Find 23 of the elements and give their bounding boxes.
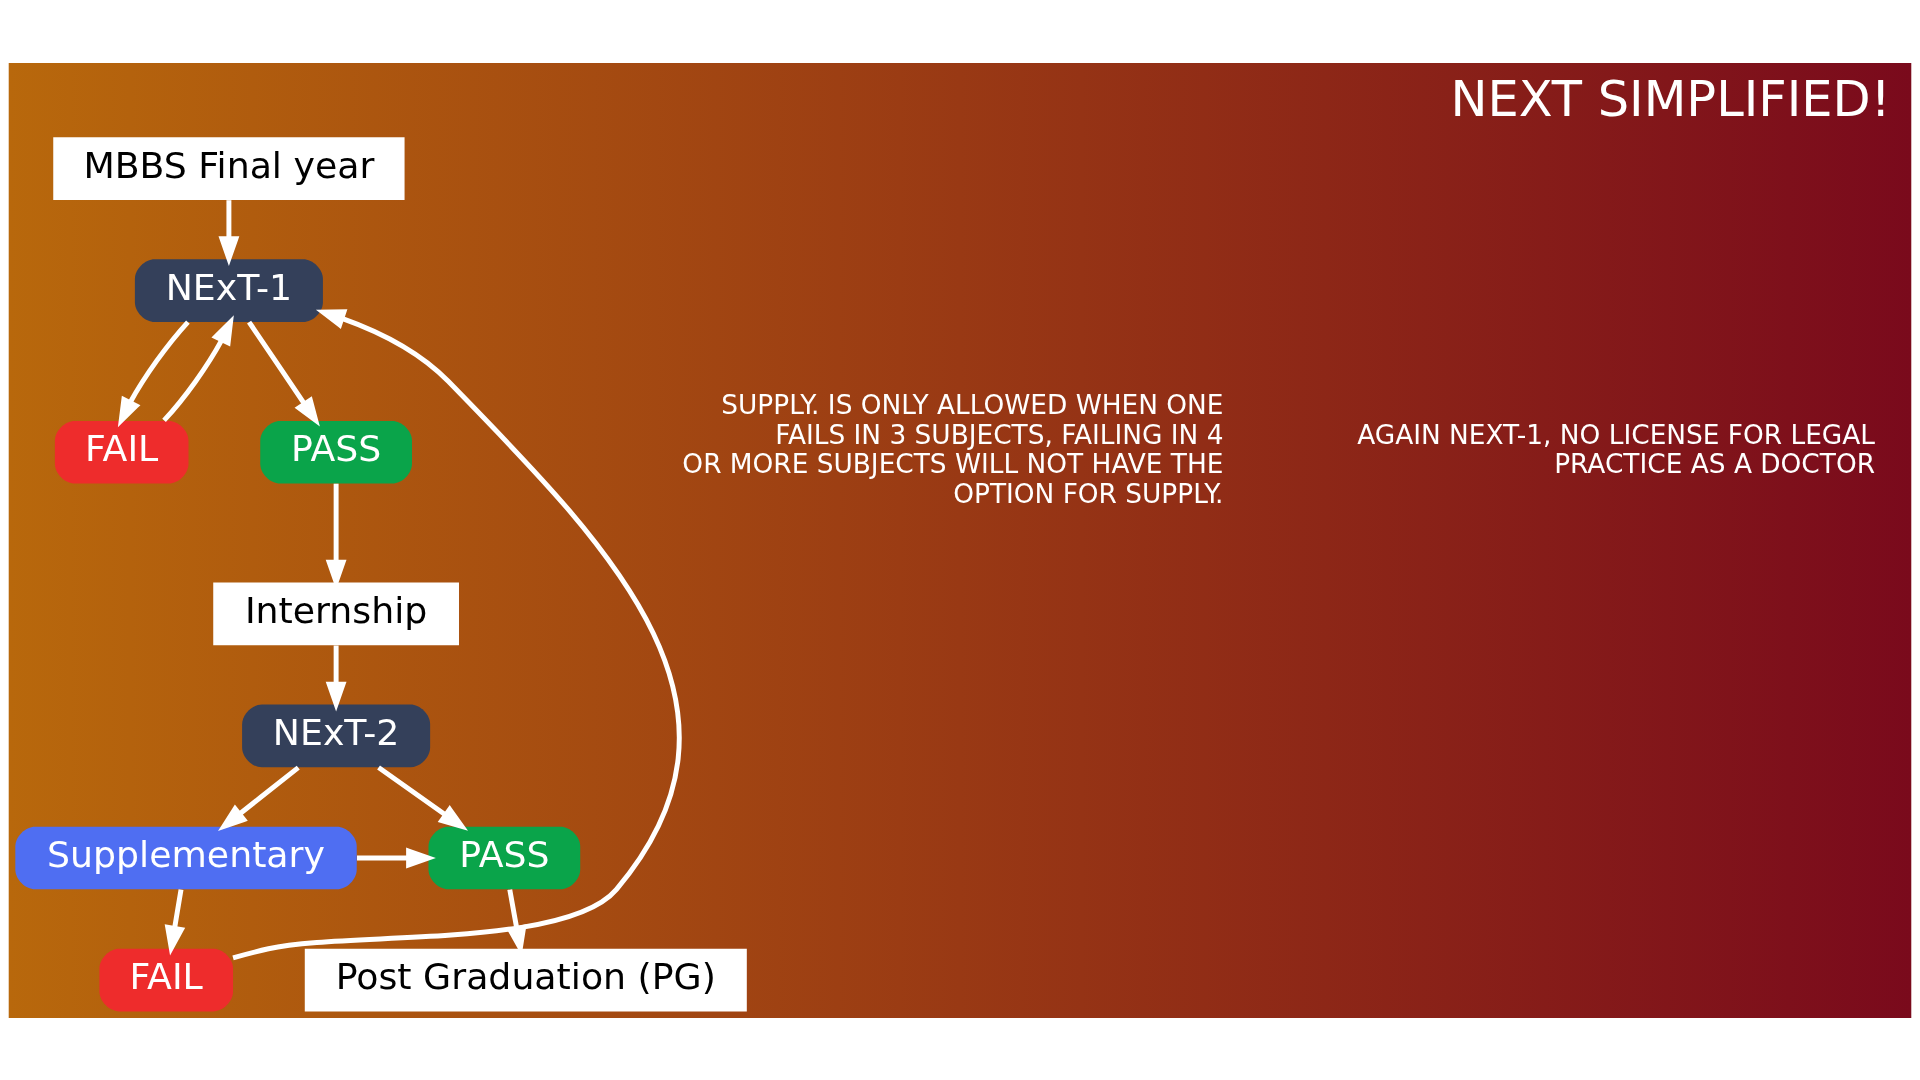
arrow xyxy=(377,765,469,831)
label: AGAIN NEXT-1, NO LICENSE FOR LEGAL PRACTICE AS A DOCTOR xyxy=(1357,419,1875,479)
node-box: Post Graduation (PG) xyxy=(304,948,747,1011)
node-box: PASS xyxy=(260,420,412,484)
node-box: Internship xyxy=(213,582,459,645)
arrow xyxy=(232,308,681,960)
node-box: NExT-2 xyxy=(242,704,431,767)
diagram-title: NEXT SIMPLIFIED! xyxy=(1450,69,1891,128)
arrow xyxy=(325,645,347,711)
node-box: Supplementary xyxy=(15,826,357,889)
node-box: FAIL xyxy=(99,948,234,1011)
node-box: MBBS Final year xyxy=(53,136,405,200)
arrow xyxy=(164,888,186,955)
node-box: PASS xyxy=(428,826,581,889)
arrow xyxy=(357,847,436,868)
arrow xyxy=(162,314,234,422)
arrow xyxy=(218,199,240,266)
arrow xyxy=(218,765,300,831)
arrow xyxy=(247,320,320,427)
arrow xyxy=(117,319,190,427)
label: SUPPLY. IS ONLY ALLOWED WHEN ONE FAILS IN 3 SUBJECTS, FAILING IN 4 OR MORE SUBJECTS WILL NOT HAVE THE OPTION FOR SUPPLY. xyxy=(682,389,1224,509)
node-box: NExT-1 xyxy=(134,258,323,322)
node-box: FAIL xyxy=(54,420,189,484)
